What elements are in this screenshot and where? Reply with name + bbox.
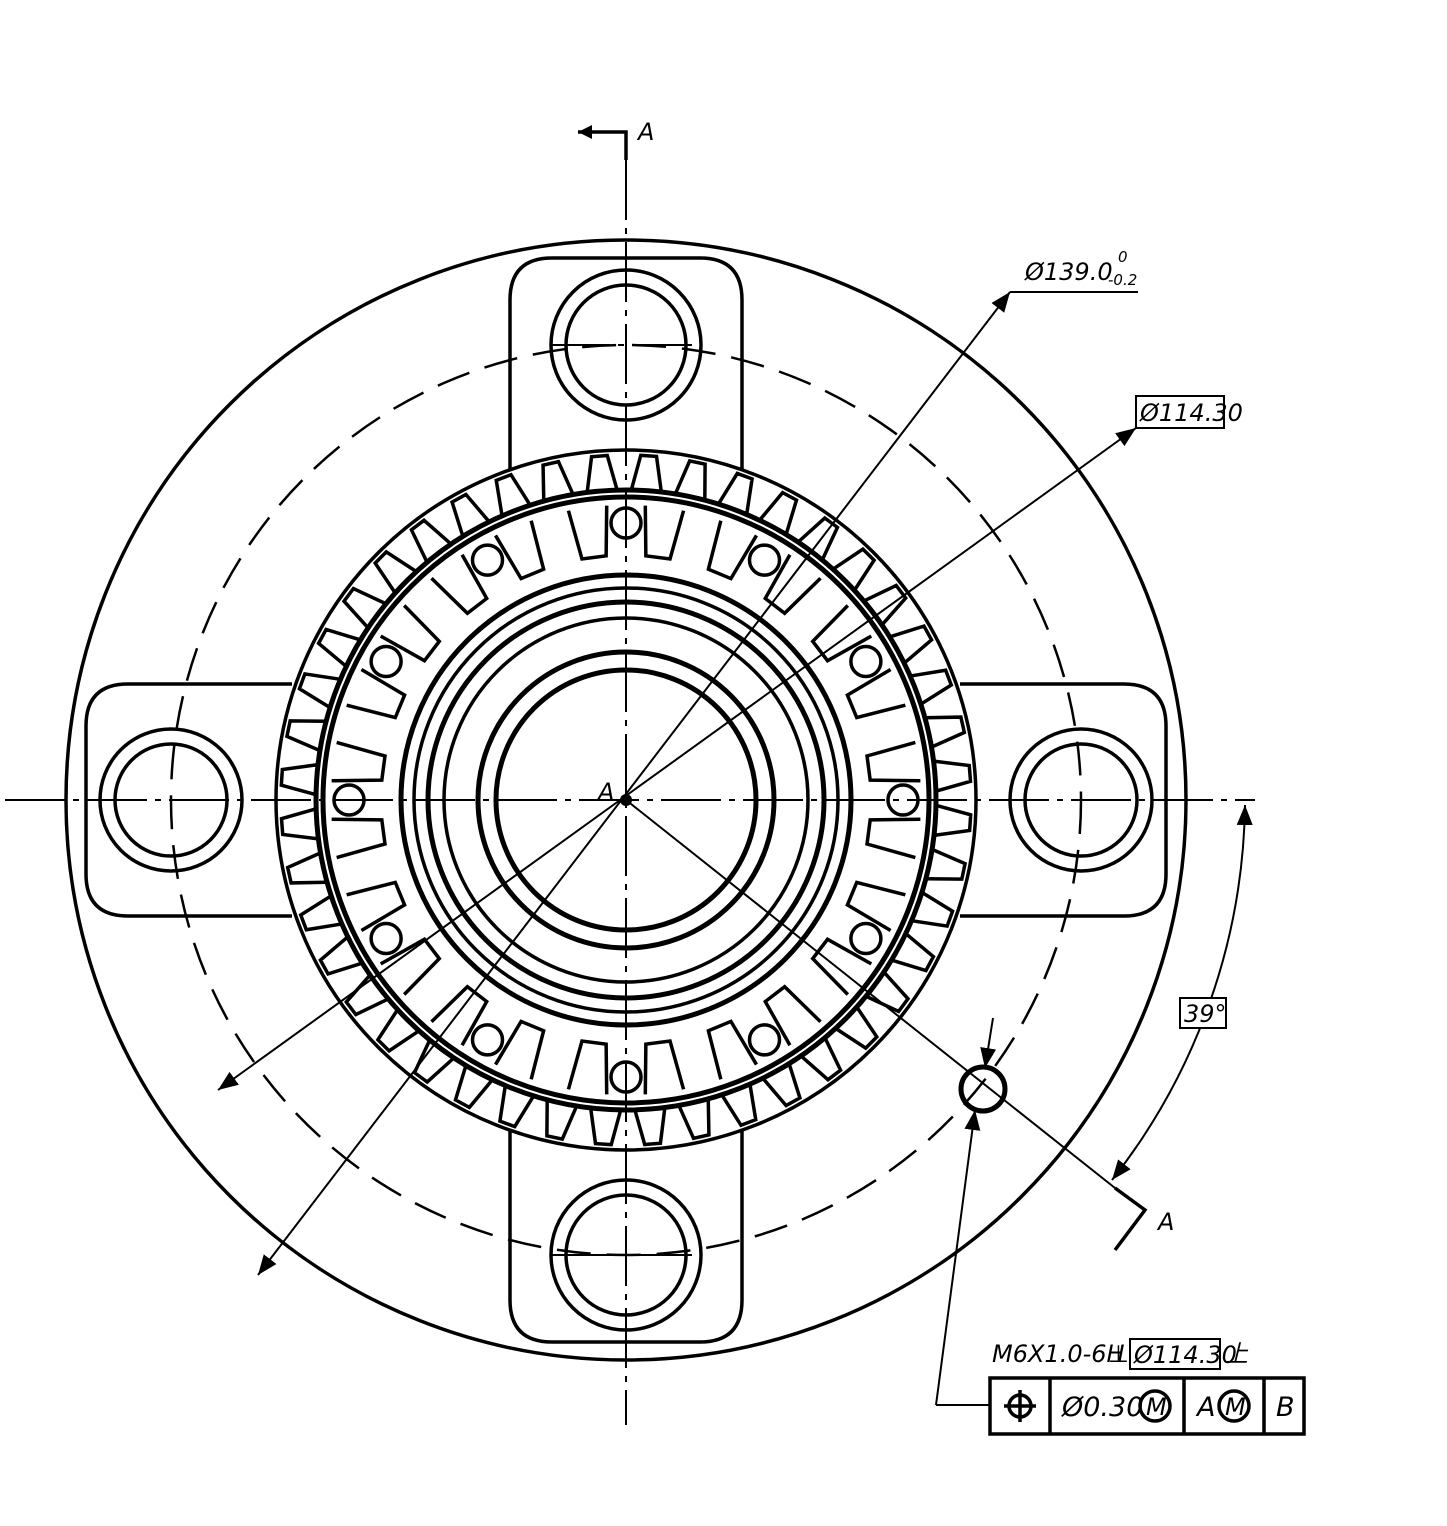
flange-lugs bbox=[84, 256, 1168, 1344]
svg-text:Ø139.0: Ø139.0 bbox=[1024, 258, 1113, 286]
feature-control-frame: Ø0.30 M A M B bbox=[988, 1376, 1306, 1436]
svg-text:39°: 39° bbox=[1184, 1000, 1227, 1028]
position-symbol bbox=[1004, 1390, 1036, 1422]
small-hole bbox=[849, 921, 883, 956]
svg-text:上: 上 bbox=[1224, 1340, 1249, 1368]
svg-text:Ø114.30: Ø114.30 bbox=[1133, 1341, 1237, 1369]
svg-text:Ø0.30: Ø0.30 bbox=[1061, 1392, 1143, 1423]
datum-label-a: A bbox=[596, 778, 614, 806]
small-hole bbox=[470, 543, 505, 577]
small-hole bbox=[747, 1023, 782, 1057]
section-mark-bottom: A bbox=[625, 799, 1174, 1252]
small-hole bbox=[369, 921, 403, 956]
svg-text:M: M bbox=[1146, 1393, 1167, 1421]
svg-text:M6X1.0-6H: M6X1.0-6H bbox=[992, 1340, 1125, 1368]
outer-flange-circle bbox=[64, 238, 1188, 1362]
small-hole bbox=[747, 543, 782, 577]
section-mark-top: A bbox=[578, 118, 654, 160]
dim-outer-diameter: Ø139.0 0 -0.2 bbox=[257, 248, 1138, 1276]
dim-bolt-circle: Ø114.30 bbox=[217, 395, 1243, 1091]
svg-text:⊥: ⊥ bbox=[1108, 1340, 1129, 1368]
small-hole bbox=[369, 644, 403, 679]
svg-text:Ø114.30: Ø114.30 bbox=[1139, 399, 1243, 427]
small-hole bbox=[470, 1023, 505, 1057]
svg-text:A: A bbox=[1195, 1392, 1215, 1423]
dim-angle: 39° bbox=[1111, 804, 1253, 1181]
svg-text:B: B bbox=[1276, 1392, 1295, 1423]
svg-text:A: A bbox=[636, 118, 654, 146]
thread-callout: M6X1.0-6H ⊥ Ø114.30 上 bbox=[992, 1338, 1249, 1370]
svg-text:0: 0 bbox=[1118, 248, 1128, 266]
svg-text:-0.2: -0.2 bbox=[1108, 271, 1137, 289]
small-hole bbox=[849, 644, 883, 679]
svg-text:A: A bbox=[1156, 1208, 1174, 1236]
threaded-hole bbox=[935, 1017, 1008, 1406]
svg-text:M: M bbox=[1225, 1393, 1246, 1421]
